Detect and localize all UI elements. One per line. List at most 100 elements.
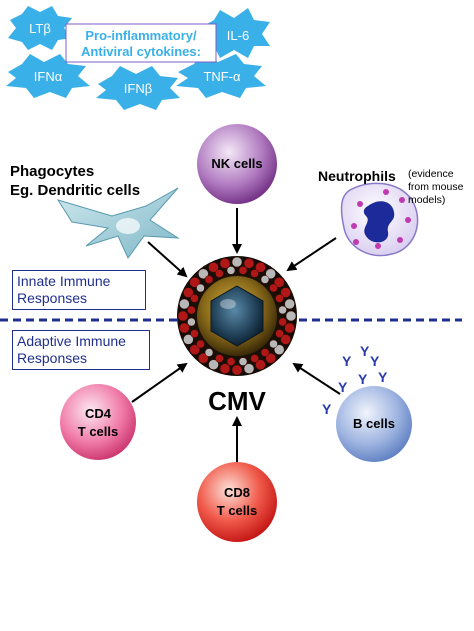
virus-spike	[238, 357, 248, 366]
cd4-cell-label-line1: CD4	[85, 406, 112, 421]
virus-spike	[278, 317, 287, 327]
virus-spike	[208, 262, 219, 273]
virus-spike	[250, 354, 259, 363]
virus-spike	[187, 317, 196, 327]
virus-spike	[196, 339, 205, 349]
virus-spike	[179, 322, 190, 334]
phagocytes-label-line2: Eg. Dendritic cells	[10, 182, 141, 199]
arrow-neutrophils-to-cmv	[286, 237, 337, 272]
antibody-icon: Y	[370, 353, 380, 369]
cytokine-group: LTβ IL-6 IFNα IFNβ TNF-α Pro-inflammator…	[6, 6, 270, 110]
virus-spike	[208, 359, 219, 370]
virus-spike	[189, 277, 201, 288]
virus-spike	[198, 352, 209, 364]
virus-spike	[265, 352, 276, 364]
virus-spike	[226, 357, 236, 366]
virus-spike	[273, 344, 285, 355]
phagocytes-label: Phagocytes Eg. Dendritic cells	[10, 162, 140, 200]
cmv-label: CMV	[208, 386, 266, 416]
dendritic-cell-graphic	[56, 187, 180, 259]
b-cell-label: B cells	[353, 416, 395, 431]
virus-spike	[215, 269, 224, 278]
virus-spike	[231, 256, 243, 268]
virus-spike	[255, 359, 266, 370]
virus-spike	[243, 258, 255, 269]
innate-responses-box: Innate Immune Responses	[12, 270, 146, 310]
virus-spike	[265, 268, 276, 280]
neutrophils-label: Neutrophils	[318, 168, 396, 184]
antibody-icon: Y	[378, 369, 388, 385]
nk-cell-label: NK cells	[211, 156, 262, 171]
cytokine-starburst-tnfa	[176, 54, 266, 98]
virus-spike	[190, 329, 199, 338]
virus-spike	[255, 262, 266, 273]
virus-spike	[280, 334, 291, 345]
cd8-cell-circle	[197, 462, 277, 542]
cytokine-header-line2: Antiviral cytokines:	[81, 44, 201, 59]
virus-spike	[284, 322, 295, 334]
adaptive-responses-box: Adaptive Immune Responses	[12, 330, 150, 370]
adaptive-responses-line2: Responses	[17, 350, 88, 366]
virus-spike	[250, 269, 259, 278]
neutrophils-note: (evidence from mouse models)	[408, 168, 463, 207]
virus-spike	[273, 277, 285, 288]
virus-spike	[183, 334, 194, 345]
neutrophils-note-line3: models)	[408, 194, 446, 206]
cd4-cell-circle	[60, 384, 136, 460]
virus-spike	[280, 287, 291, 298]
virus-spike	[260, 275, 270, 284]
virus-spike	[177, 310, 189, 322]
virus-spike	[275, 329, 284, 338]
virus-spike	[243, 363, 255, 374]
virus-spike	[285, 310, 297, 322]
innate-responses-line1: Innate Immune	[17, 273, 111, 289]
cytokine-starburst-ltb	[8, 6, 72, 50]
antibody-icon: Y	[338, 379, 348, 395]
cytokine-label-ifnb: IFNβ	[124, 81, 152, 96]
virus-spike	[278, 305, 287, 315]
antibody-icon: Y	[342, 353, 352, 369]
cytokine-starburst-ifnb	[96, 66, 180, 110]
arrow-phagocytes-to-cmv	[147, 241, 188, 278]
antibody-icon: Y	[322, 401, 332, 417]
virus-spike	[226, 266, 236, 275]
cytokine-header-box	[65, 23, 217, 63]
virus-spike	[215, 354, 224, 363]
cytokine-label-ifna: IFNα	[34, 69, 63, 84]
neutrophils-note-line1: (evidence	[408, 168, 454, 180]
virus-spike	[187, 305, 196, 315]
cytokine-label-il6: IL-6	[227, 28, 249, 43]
arrow-cd4-to-cmv	[131, 362, 188, 403]
virus-spike	[204, 348, 214, 357]
virus-spike	[284, 298, 295, 310]
antibody-icon: Y	[358, 371, 368, 387]
neutrophils-label-title: Neutrophils	[318, 168, 396, 184]
virus-spike	[179, 298, 190, 310]
b-cell-circle	[336, 386, 412, 462]
virus-spike	[260, 348, 270, 357]
arrow-bcells-to-cmv	[292, 362, 341, 395]
virus-spike	[219, 258, 231, 269]
phagocytes-label-line1: Phagocytes	[10, 163, 95, 180]
virus-spike	[198, 268, 209, 280]
cmv-virus-graphic	[177, 256, 297, 376]
virus-spike	[196, 283, 205, 293]
cytokine-starburst-ifna	[6, 54, 90, 98]
nk-cell-circle	[197, 124, 277, 204]
antibody-icon: Y	[360, 343, 370, 359]
virus-spike	[189, 344, 201, 355]
antibody-group: Y Y Y Y Y Y Y	[322, 343, 388, 417]
virus-spike	[238, 266, 248, 275]
virus-spike	[269, 283, 278, 293]
virus-spike	[190, 294, 199, 303]
virus-spike	[219, 363, 231, 374]
neutrophils-note-line2: from mouse	[408, 181, 464, 193]
virus-spike	[275, 294, 284, 303]
cd8-cell-label-line1: CD8	[224, 485, 250, 500]
virus-spike	[269, 339, 278, 349]
neutrophil-graphic	[340, 182, 419, 257]
cytokine-label-tnfa: TNF-α	[203, 69, 241, 84]
virus-spike	[231, 364, 243, 376]
adaptive-responses-line1: Adaptive Immune	[17, 333, 126, 349]
